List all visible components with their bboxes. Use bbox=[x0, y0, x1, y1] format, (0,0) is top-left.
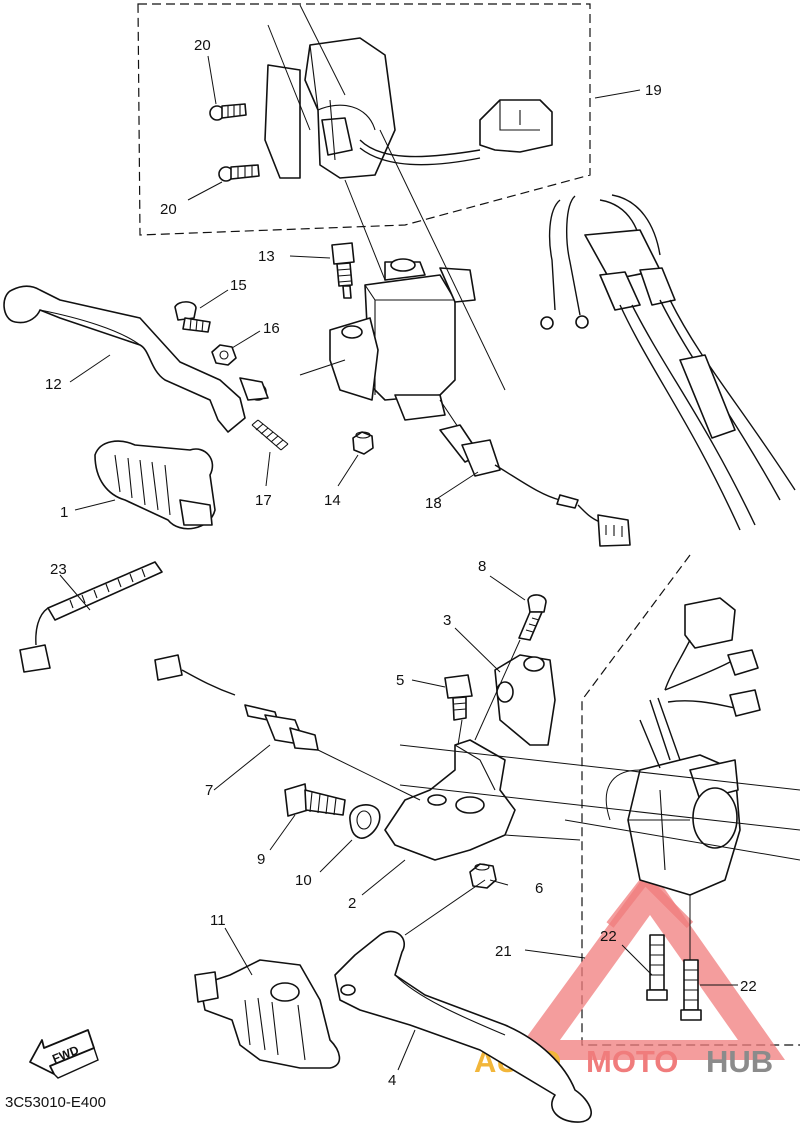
part-6-nut bbox=[469, 863, 497, 889]
callout-16: 16 bbox=[263, 320, 280, 337]
throttle-cables bbox=[540, 194, 796, 531]
part-8-bolt bbox=[518, 594, 547, 641]
assembly-lines bbox=[267, 4, 800, 960]
part-13-bolt bbox=[331, 242, 355, 299]
part-4-clutch-lever bbox=[334, 930, 592, 1123]
part-17-spring bbox=[251, 419, 289, 451]
callout-19: 19 bbox=[645, 82, 662, 99]
callout-15: 15 bbox=[230, 277, 247, 294]
part-7-clutch-switch bbox=[154, 654, 319, 751]
callout-22-right: 22 bbox=[740, 978, 757, 995]
callout-10: 10 bbox=[295, 872, 312, 889]
diagram-code: 3C53010-E400 bbox=[5, 1094, 106, 1111]
fwd-arrow-icon: FWD bbox=[29, 1029, 99, 1079]
part-19-handlebar-switch bbox=[264, 37, 553, 179]
callout-12: 12 bbox=[45, 376, 62, 393]
callout-5: 5 bbox=[396, 672, 404, 689]
switch-group-boundary bbox=[137, 3, 591, 236]
part-22-screw-right bbox=[680, 959, 702, 1021]
callout-4: 4 bbox=[388, 1072, 396, 1089]
part-9-adjuster-bolt bbox=[284, 783, 346, 817]
part-23-wire-strap bbox=[19, 561, 163, 673]
part-10-locknut bbox=[349, 804, 381, 839]
master-cylinder-assembly bbox=[299, 258, 476, 431]
part-11-lever-cover bbox=[194, 959, 341, 1069]
callout-6: 6 bbox=[535, 880, 543, 897]
callout-13: 13 bbox=[258, 248, 275, 265]
callout-17: 17 bbox=[255, 492, 272, 509]
callout-23: 23 bbox=[50, 561, 67, 578]
part-5-bolt bbox=[444, 674, 473, 721]
part-20-screw-lower bbox=[218, 164, 260, 182]
callout-20-upper: 20 bbox=[194, 37, 211, 54]
part-3-bracket bbox=[494, 654, 556, 746]
watermark-text-moto: MOTO bbox=[586, 1044, 678, 1079]
callout-9: 9 bbox=[257, 851, 265, 868]
callout-1: 1 bbox=[60, 504, 68, 521]
callout-2: 2 bbox=[348, 895, 356, 912]
callout-11: 11 bbox=[210, 912, 226, 929]
callout-14: 14 bbox=[324, 492, 341, 509]
watermark-text-hub: HUB bbox=[706, 1044, 773, 1079]
callout-18: 18 bbox=[425, 495, 442, 512]
part-2-lever-holder bbox=[384, 739, 516, 861]
leader-lines bbox=[59, 55, 738, 1071]
part-15-bolt bbox=[174, 301, 211, 333]
callout-labels: 20 20 19 13 15 16 12 1 17 14 18 23 8 3 5… bbox=[45, 37, 757, 1089]
callout-7: 7 bbox=[205, 782, 213, 799]
callout-22-left: 22 bbox=[600, 928, 617, 945]
part-18-brake-switch bbox=[439, 424, 631, 547]
watermark-triangle bbox=[510, 868, 785, 1060]
part-21-handlebar-switch bbox=[627, 597, 761, 896]
callout-21: 21 bbox=[495, 943, 512, 960]
part-16-nut bbox=[211, 344, 237, 366]
part-12-brake-lever bbox=[3, 285, 269, 433]
callout-3: 3 bbox=[443, 612, 451, 629]
part-14-nut bbox=[352, 431, 374, 455]
part-22-screw-left bbox=[646, 934, 668, 1001]
part-20-screw-upper bbox=[209, 103, 247, 121]
callout-8: 8 bbox=[478, 558, 486, 575]
callout-20-lower: 20 bbox=[160, 201, 177, 218]
part-1-lever-cover bbox=[94, 440, 216, 530]
